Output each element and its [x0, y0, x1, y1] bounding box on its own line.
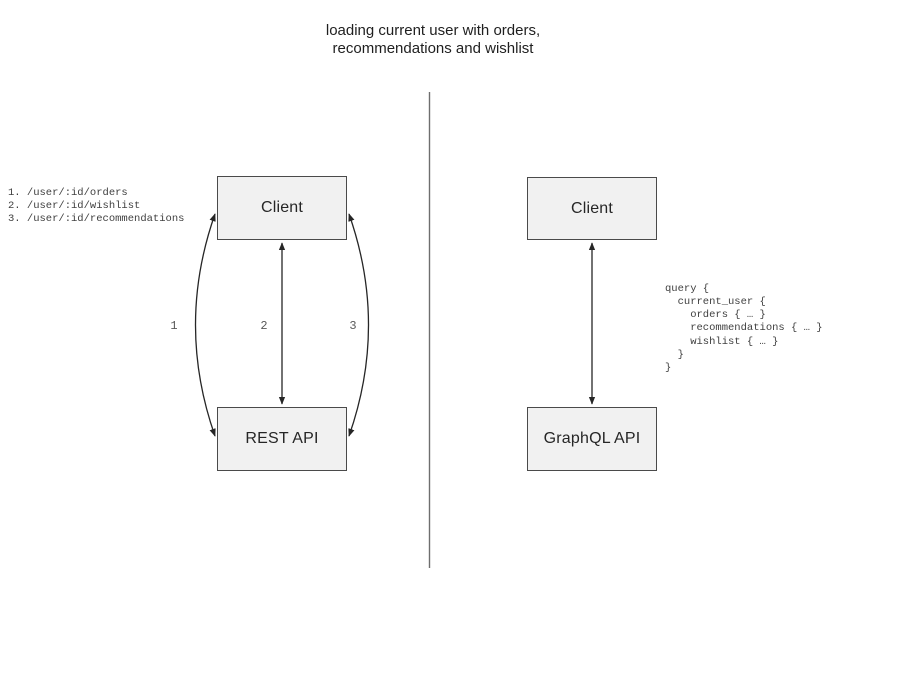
- graphql-client-box: Client: [527, 177, 657, 240]
- arrow-label-3: 3: [349, 319, 357, 333]
- graphql-api-box: GraphQL API: [527, 407, 657, 471]
- page-title: loading current user with orders, recomm…: [325, 22, 541, 57]
- rest-api-box: REST API: [217, 407, 347, 471]
- rest-client-box: Client: [217, 176, 347, 240]
- arrow-label-1: 1: [170, 319, 178, 333]
- rest-api-label: REST API: [245, 430, 319, 447]
- graphql-query-code: query { current_user { orders { … } reco…: [665, 282, 823, 375]
- rest-endpoints-list: 1. /user/:id/orders 2. /user/:id/wishlis…: [8, 186, 185, 226]
- arrow-label-2: 2: [260, 319, 268, 333]
- rest-arrow-1: [194, 213, 216, 437]
- graphql-api-label: GraphQL API: [543, 430, 641, 447]
- graphql-client-label: Client: [570, 199, 614, 217]
- rest-client-label: Client: [260, 199, 304, 216]
